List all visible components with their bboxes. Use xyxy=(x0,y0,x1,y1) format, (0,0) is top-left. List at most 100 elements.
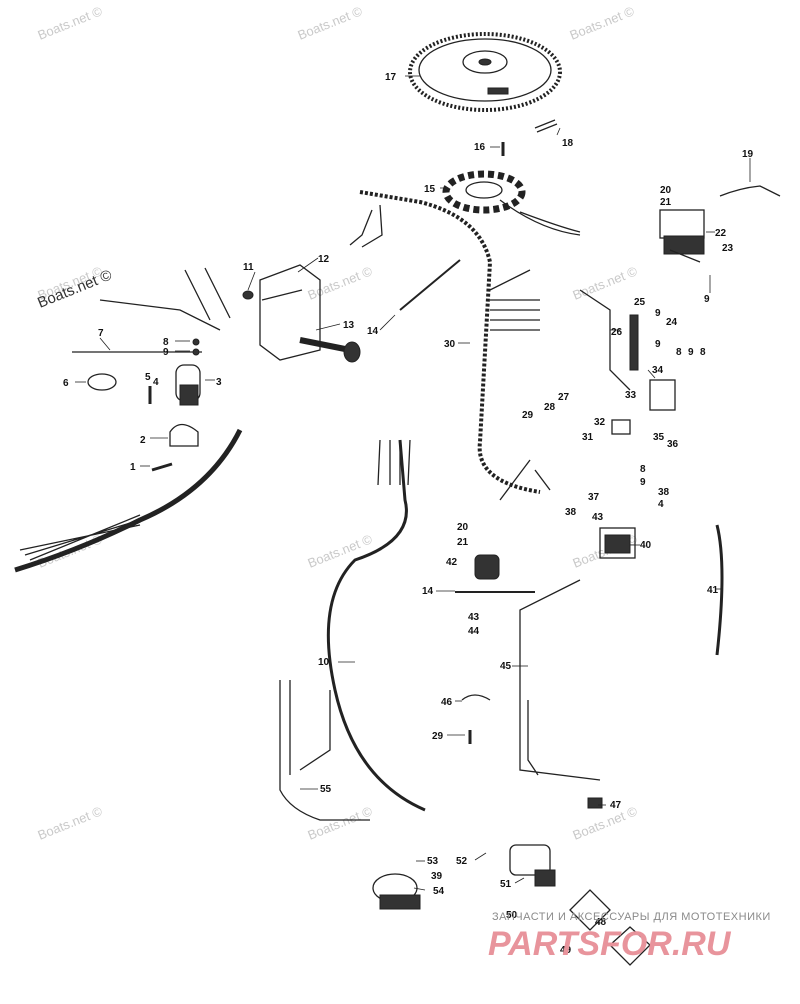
watermark-site: Boats.net © xyxy=(571,263,640,303)
ignition-switch xyxy=(509,844,556,887)
part-label: 4 xyxy=(153,377,159,388)
part-label: 6 xyxy=(63,378,69,389)
part-label: 1 xyxy=(130,462,136,473)
part-label: 9 xyxy=(704,294,710,305)
part-label: 39 xyxy=(431,871,443,882)
part-label: 9 xyxy=(640,477,646,488)
warning-horn xyxy=(372,873,421,910)
watermark-site: Boats.net © xyxy=(306,531,375,571)
part-label: 5 xyxy=(145,372,151,383)
part-label: 13 xyxy=(343,320,355,331)
part-label: 17 xyxy=(385,72,397,83)
part-label: 50 xyxy=(506,910,518,921)
mount-cushion xyxy=(474,554,500,580)
part-label: 20 xyxy=(457,522,469,533)
mounting-plate xyxy=(569,889,611,931)
stator xyxy=(442,170,526,214)
part-label: 44 xyxy=(468,626,480,637)
part-label: 32 xyxy=(594,417,606,428)
part-label: 27 xyxy=(558,392,570,403)
part-label: 9 xyxy=(163,347,169,358)
part-label: 8 xyxy=(700,347,706,358)
switch-box xyxy=(259,264,321,361)
part-label: 12 xyxy=(318,254,330,265)
part-label: 52 xyxy=(456,856,468,867)
clip xyxy=(587,797,603,809)
part-label: 25 xyxy=(634,297,646,308)
wiring-harness xyxy=(349,190,551,501)
bracket xyxy=(169,423,199,447)
part-label: 29 xyxy=(432,731,444,742)
part-label: 24 xyxy=(666,317,678,328)
watermark-site: Boats.net © xyxy=(571,803,640,843)
watermark-site: Boats.net © xyxy=(306,803,375,843)
part-label: 21 xyxy=(457,537,469,548)
part-label: 35 xyxy=(653,432,665,443)
part-label: 4 xyxy=(658,499,664,510)
part-label: 43 xyxy=(592,512,604,523)
part-label: 33 xyxy=(625,390,637,401)
part-label: 10 xyxy=(318,657,330,668)
part-label: 8 xyxy=(163,337,169,348)
leader-lines xyxy=(75,75,751,891)
terminal-block-group xyxy=(579,289,676,435)
part-label: 40 xyxy=(640,540,652,551)
starter-solenoid xyxy=(175,364,201,406)
part-label: 9 xyxy=(688,347,694,358)
screw xyxy=(151,462,173,472)
brand-watermark: ЗАПЧАСТИ И АКСЕССУАРЫ ДЛЯ МОТОТЕХНИКИ PA… xyxy=(488,911,771,963)
part-label: 26 xyxy=(611,327,623,338)
cable xyxy=(715,524,724,656)
part-label: 14 xyxy=(367,326,379,337)
part-label: 43 xyxy=(468,612,480,623)
flywheel-key xyxy=(534,119,558,133)
watermark-site: Boats.net © xyxy=(36,803,105,843)
main-harness-cable xyxy=(326,439,426,812)
part-label: 15 xyxy=(424,184,436,195)
watermark-site: Boats.net © xyxy=(568,3,637,43)
part-label: 38 xyxy=(658,487,670,498)
part-label: 34 xyxy=(652,365,664,376)
washer xyxy=(192,338,200,346)
part-label: 47 xyxy=(610,800,622,811)
part-label: 21 xyxy=(660,197,672,208)
battery-cable xyxy=(14,428,243,573)
rectifier xyxy=(659,209,705,263)
watermark-site: Boats.net © xyxy=(296,3,365,43)
clamp xyxy=(461,694,491,701)
part-label: 9 xyxy=(655,308,661,319)
washer xyxy=(192,348,200,356)
part-label: 42 xyxy=(446,557,458,568)
part-label: 22 xyxy=(715,228,727,239)
part-label: 45 xyxy=(500,661,512,672)
flywheel xyxy=(408,32,562,112)
part-label: 37 xyxy=(588,492,600,503)
part-label: 8 xyxy=(640,464,646,475)
brand-tagline: ЗАПЧАСТИ И АКСЕССУАРЫ ДЛЯ МОТОТЕХНИКИ xyxy=(492,911,771,923)
part-label: 16 xyxy=(474,142,486,153)
ignition-switch-harness xyxy=(279,680,370,821)
left-wires xyxy=(99,267,231,331)
ignition-coil xyxy=(299,337,361,363)
part-label: 19 xyxy=(742,149,754,160)
watermark-layer: Boats.net © Boats.net © Boats.net © Boat… xyxy=(35,3,640,843)
part-label: 51 xyxy=(500,879,512,890)
ground-wire xyxy=(719,185,781,197)
watermark-site: Boats.net © xyxy=(306,263,375,303)
part-label: 48 xyxy=(595,917,607,928)
part-label: 55 xyxy=(320,784,332,795)
part-label: 20 xyxy=(660,185,672,196)
brand-name: PARTSFOR.RU xyxy=(488,925,732,963)
part-label: 29 xyxy=(522,410,534,421)
part-label: 3 xyxy=(216,377,222,388)
rubber-ring xyxy=(87,373,117,391)
part-label: 28 xyxy=(544,402,556,413)
part-label: 8 xyxy=(676,347,682,358)
part-label: 38 xyxy=(565,507,577,518)
part-label: 23 xyxy=(722,243,734,254)
cable-upper xyxy=(399,259,461,311)
part-label: 49 xyxy=(560,945,572,956)
part-label: 31 xyxy=(582,432,594,443)
part-label: 41 xyxy=(707,585,719,596)
